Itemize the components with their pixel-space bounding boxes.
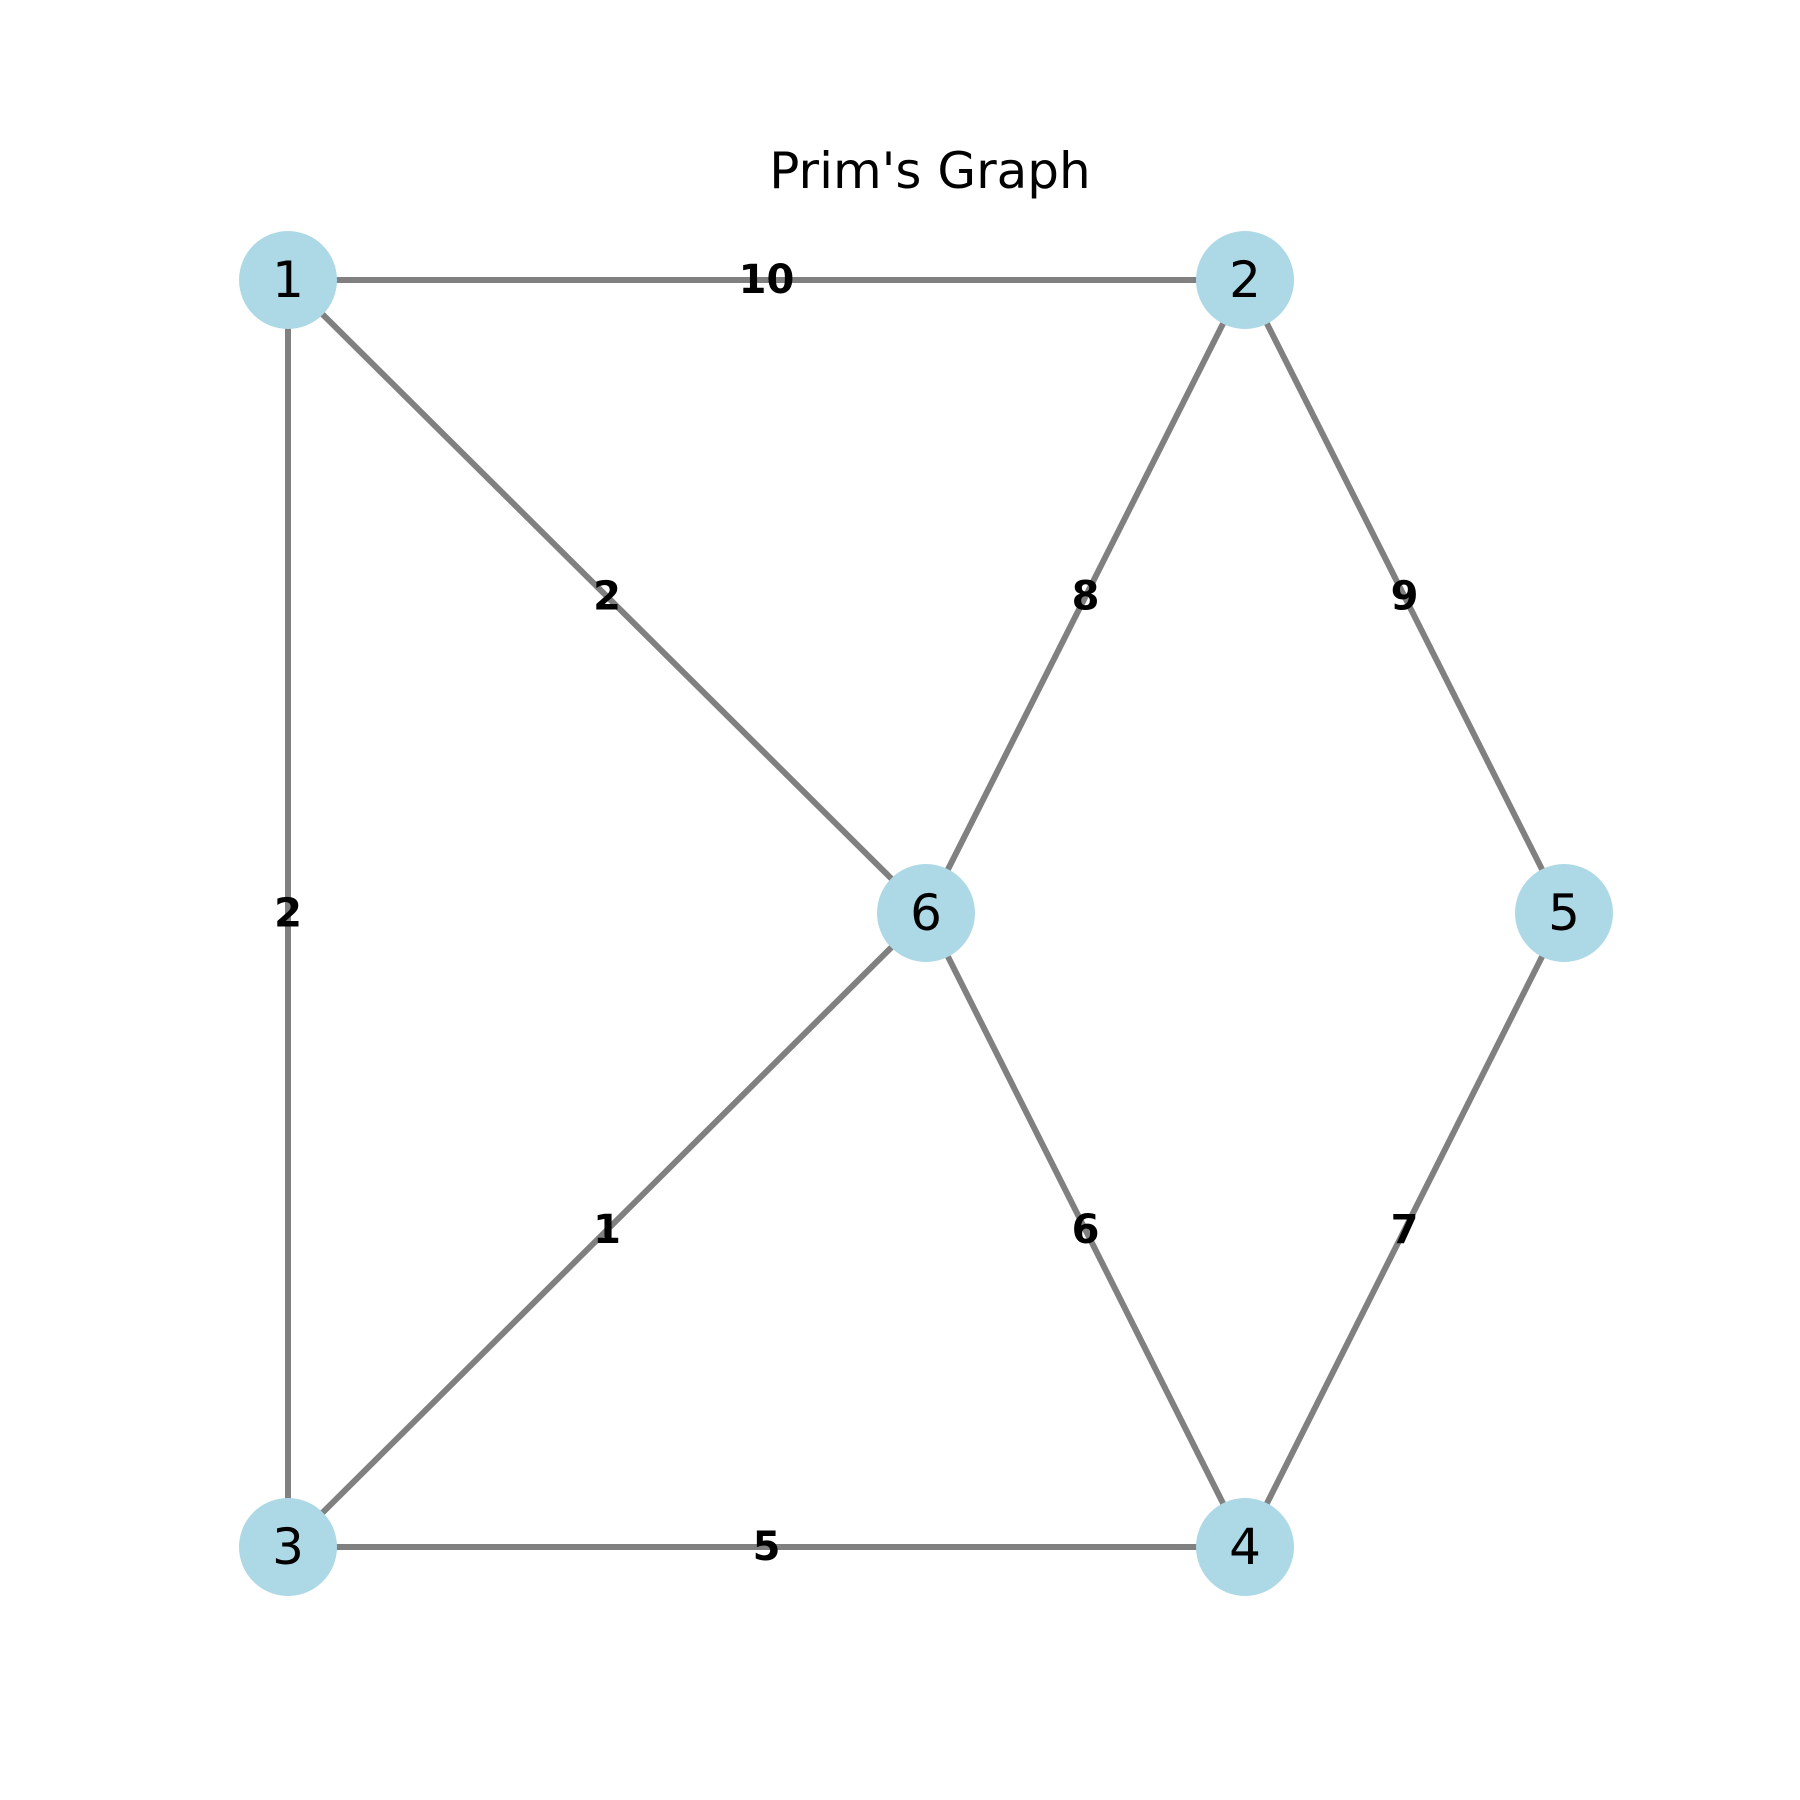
edge-weight-label-2-6: 8 (1072, 574, 1100, 620)
graph-title: Prim's Graph (769, 142, 1091, 200)
edge-1-6 (285, 277, 929, 916)
node-1: 1 (239, 231, 337, 329)
edge-weight-label-5-4: 7 (1391, 1207, 1419, 1253)
node-label-2: 2 (1229, 251, 1261, 309)
node-circle-6 (877, 864, 975, 962)
node-circle-5 (1515, 864, 1613, 962)
edges-layer (285, 277, 1567, 1550)
node-label-1: 1 (272, 251, 304, 309)
node-4: 4 (1196, 1498, 1294, 1596)
edge-weight-label-1-2: 10 (739, 257, 795, 303)
node-3: 3 (239, 1498, 337, 1596)
edge-6-4 (923, 911, 1248, 1549)
node-circle-3 (239, 1498, 337, 1596)
edge-weight-label-1-3: 2 (274, 891, 302, 937)
node-5: 5 (1515, 864, 1613, 962)
node-label-5: 5 (1548, 884, 1580, 942)
edge-labels-layer: 10 2 2 8 9 1 5 6 7 (274, 257, 1418, 1570)
edge-2-5 (1242, 278, 1567, 915)
node-label-6: 6 (910, 884, 942, 942)
node-2: 2 (1196, 231, 1294, 329)
edge-weight-label-6-4: 6 (1072, 1207, 1100, 1253)
edge-weight-label-3-6: 1 (593, 1207, 621, 1253)
edge-2-6 (923, 278, 1248, 915)
node-circle-2 (1196, 231, 1294, 329)
edge-3-6 (285, 910, 929, 1550)
edge-weight-label-3-4: 5 (753, 1524, 781, 1570)
node-label-4: 4 (1229, 1518, 1261, 1576)
node-circle-1 (239, 231, 337, 329)
nodes-layer: 1 2 3 4 5 6 (239, 231, 1613, 1596)
node-label-3: 3 (272, 1518, 304, 1576)
node-6: 6 (877, 864, 975, 962)
edge-weight-label-2-5: 9 (1391, 574, 1419, 620)
edge-5-4 (1242, 911, 1567, 1549)
node-circle-4 (1196, 1498, 1294, 1596)
edge-weight-label-1-6: 2 (593, 574, 621, 620)
